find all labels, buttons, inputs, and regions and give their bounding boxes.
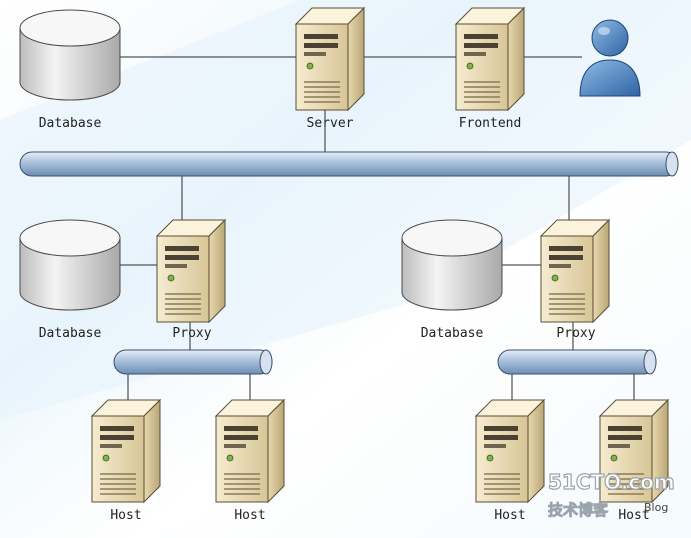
- label-server: Server: [307, 116, 354, 131]
- frontend-server-icon: [455, 7, 525, 111]
- watermark: 51CTO.com 技术博客 Blog: [547, 469, 675, 519]
- label-proxy-left: Proxy: [172, 326, 211, 341]
- database-top-icon: [19, 9, 121, 101]
- watermark-sub: 技术博客: [548, 501, 609, 519]
- proxy-right-icon: [540, 219, 610, 323]
- label-database-right: Database: [421, 326, 484, 341]
- label-host-3: Host: [494, 508, 525, 523]
- database-left-icon: [19, 219, 121, 311]
- label-database-left: Database: [39, 326, 102, 341]
- database-right-icon: [401, 219, 503, 311]
- host-1-icon: [91, 399, 161, 503]
- watermark-blog: Blog: [644, 501, 668, 514]
- right-subnet-bus: [497, 349, 657, 375]
- label-proxy-right: Proxy: [556, 326, 595, 341]
- host-3-icon: [475, 399, 545, 503]
- main-network-bus: [19, 151, 679, 177]
- label-host-4: Host: [618, 508, 649, 523]
- label-database-top: Database: [39, 116, 102, 131]
- user-icon: [579, 19, 641, 97]
- label-frontend: Frontend: [459, 116, 522, 131]
- label-host-1: Host: [110, 508, 141, 523]
- label-host-2: Host: [234, 508, 265, 523]
- watermark-site: 51CTO.com: [548, 470, 675, 494]
- left-subnet-bus: [113, 349, 273, 375]
- proxy-left-icon: [156, 219, 226, 323]
- host-2-icon: [215, 399, 285, 503]
- server-icon: [295, 7, 365, 111]
